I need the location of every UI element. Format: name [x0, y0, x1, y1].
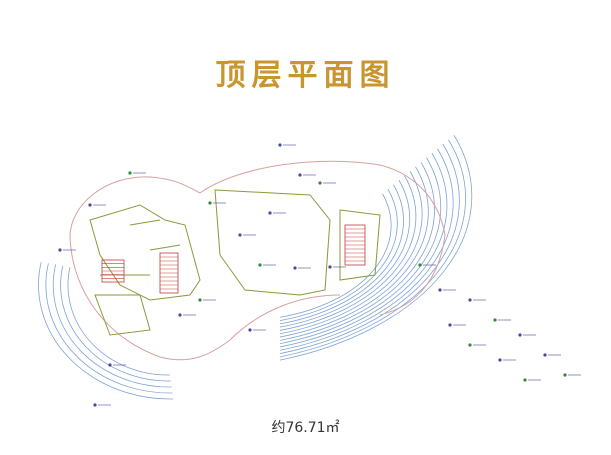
- stair-treads: [102, 228, 365, 290]
- annotation-mark: [58, 248, 76, 252]
- annotation-mark: [93, 403, 111, 407]
- annotation-mark: [268, 211, 286, 215]
- building-outline: [69, 160, 446, 361]
- terrace-ring: [279, 175, 417, 331]
- terrace-rings: [38, 135, 473, 400]
- drawing-annotations: [58, 143, 581, 407]
- terrace-ring: [279, 139, 466, 358]
- terrace-ring: [38, 262, 174, 400]
- annotation-mark: [518, 333, 536, 337]
- annotation-mark: [208, 201, 226, 205]
- terrace-ring: [279, 148, 454, 351]
- annotation-mark: [88, 203, 106, 207]
- terrace-ring: [279, 184, 404, 325]
- terrace-ring: [45, 263, 173, 394]
- roof-floor-plan-drawing: [38, 135, 581, 407]
- terrace-ring: [52, 264, 172, 388]
- terrace-ring: [279, 153, 448, 348]
- terrace-ring: [279, 144, 460, 354]
- annotation-mark: [293, 266, 311, 270]
- annotation-mark: [523, 378, 541, 382]
- annotation-mark: [238, 233, 256, 237]
- terrace-ring: [279, 171, 423, 335]
- annotation-mark: [543, 353, 561, 357]
- terrace-ring: [279, 157, 442, 345]
- terrace-ring: [60, 265, 171, 382]
- annotation-mark: [448, 323, 466, 327]
- annotation-mark: [318, 181, 336, 185]
- floor-area-label: 约76.71㎡: [271, 420, 340, 436]
- interior-walls: [89, 189, 381, 336]
- annotation-mark: [438, 288, 456, 292]
- annotation-mark: [493, 318, 511, 322]
- annotation-mark: [498, 358, 516, 362]
- terrace-ring: [279, 189, 398, 321]
- annotation-mark: [248, 328, 266, 332]
- annotation-mark: [178, 313, 196, 317]
- terrace-ring: [279, 193, 392, 318]
- annotation-mark: [298, 173, 316, 177]
- annotation-mark: [418, 263, 436, 267]
- terrace-ring: [279, 166, 429, 338]
- terrace-ring: [279, 180, 411, 328]
- annotation-mark: [328, 265, 346, 269]
- annotation-mark: [468, 298, 486, 302]
- annotation-mark: [563, 373, 581, 377]
- terrace-ring: [279, 162, 435, 341]
- annotation-mark: [198, 298, 216, 302]
- terrace-ring: [279, 135, 473, 361]
- annotation-mark: [468, 343, 486, 347]
- page-title: 顶层平面图: [215, 58, 396, 93]
- annotation-mark: [128, 171, 146, 175]
- terrace-ring: [67, 266, 171, 376]
- annotation-mark: [108, 363, 126, 367]
- annotation-mark: [258, 263, 276, 267]
- annotation-mark: [278, 143, 296, 147]
